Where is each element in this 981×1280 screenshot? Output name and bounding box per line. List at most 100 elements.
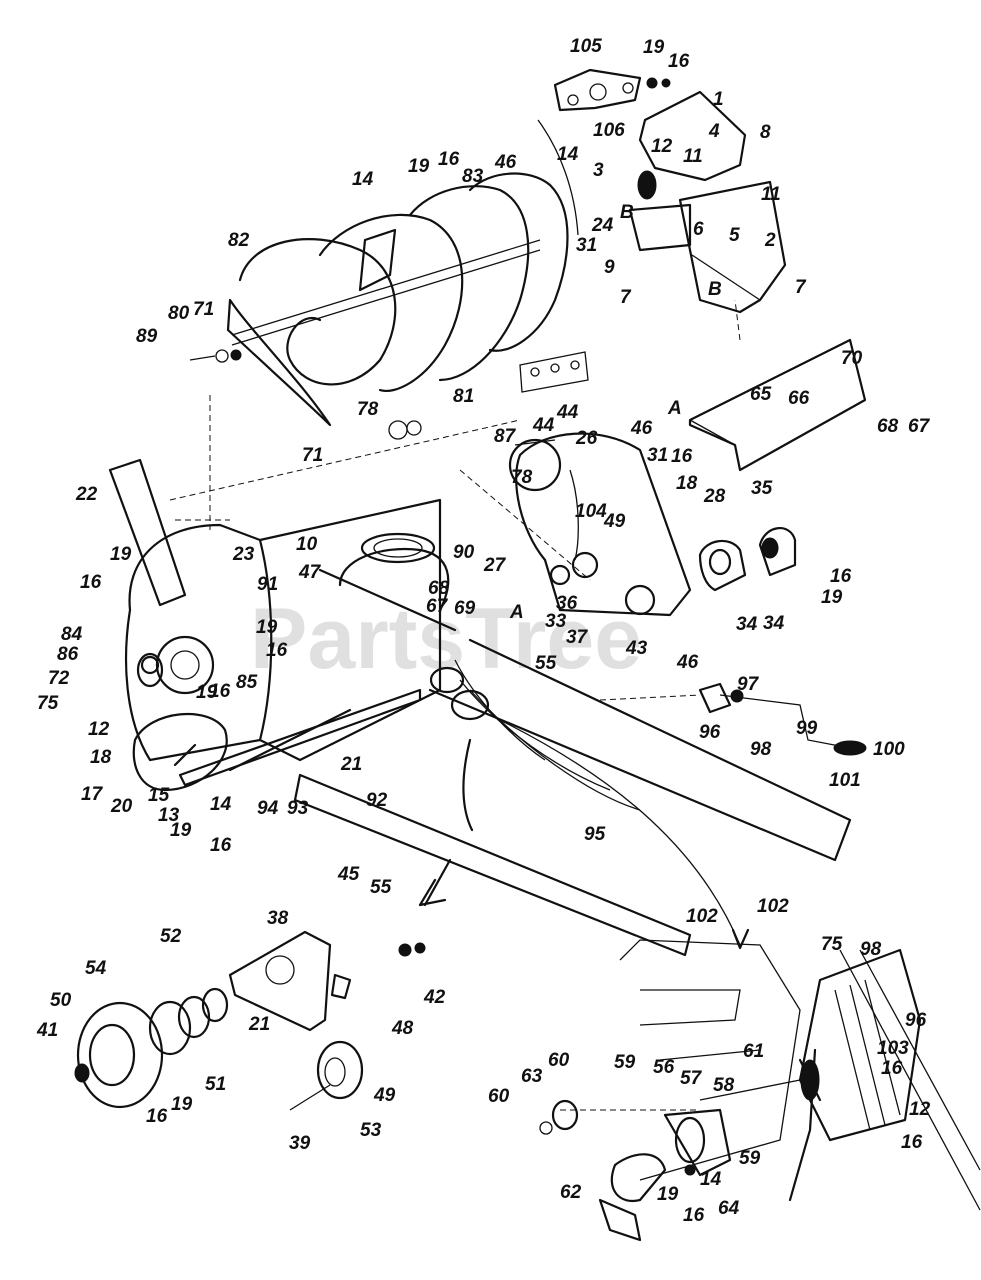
callout-label: 16 (881, 1058, 903, 1079)
callout-label: 16 (668, 51, 690, 72)
callout-label: 68 (428, 578, 450, 599)
callout-label: 80 (168, 303, 190, 324)
callout-label: 90 (453, 542, 475, 563)
callout-label: 19 (408, 156, 430, 177)
callout-label: 75 (37, 693, 59, 714)
assembly-leaders (169, 299, 741, 1111)
callout-label: 31 (647, 445, 668, 466)
callout-label: 46 (676, 652, 699, 673)
callout-label: 67 (908, 416, 931, 437)
callout-label: 94 (257, 798, 279, 819)
callout-label: 14 (210, 794, 232, 815)
callout-label: 70 (841, 348, 863, 369)
callout-label: 16 (683, 1205, 705, 1226)
callout-label: 7 (620, 287, 632, 308)
impeller-housing (318, 532, 457, 632)
callout-label: 44 (556, 402, 579, 423)
callout-label: 78 (357, 399, 379, 420)
callout-label: 49 (373, 1085, 396, 1106)
callout-label: 11 (683, 146, 703, 167)
callout-label: 12 (909, 1099, 931, 1120)
callout-label: 51 (205, 1074, 226, 1095)
callout-label: 46 (494, 152, 517, 173)
callout-label: 67 (426, 596, 449, 617)
callout-label: 24 (591, 215, 614, 236)
frame-rails (228, 638, 852, 957)
callout-label: 98 (860, 939, 882, 960)
callout-label: 18 (676, 473, 698, 494)
callout-label: 2 (764, 230, 776, 251)
callout-label: 19 (171, 1094, 193, 1115)
callout-label: 54 (85, 958, 107, 979)
callout-label: 22 (75, 484, 98, 505)
callout-label: 81 (453, 386, 474, 407)
gear-case (508, 432, 692, 617)
callout-label: 97 (737, 674, 760, 695)
callout-label: 8 (760, 122, 771, 143)
callout-label: 16 (80, 572, 102, 593)
callout-label: 71 (193, 299, 214, 320)
callout-label: 1 (713, 89, 724, 110)
callout-label: 31 (576, 235, 597, 256)
callout-label: 102 (686, 906, 718, 927)
callout-label: 16 (266, 640, 288, 661)
callout-label: 85 (236, 672, 258, 693)
callout-label: 6 (693, 219, 704, 240)
callout-label: 96 (699, 722, 721, 743)
clutch-detail (539, 939, 981, 1242)
watermark-text: PartsTree (250, 591, 642, 687)
callout-label: 92 (366, 790, 388, 811)
callout-label: 55 (370, 877, 392, 898)
callout-label: 61 (743, 1041, 764, 1062)
chute-assembly (537, 68, 787, 314)
callout-label: 106 (593, 120, 625, 141)
callout-label: 75 (821, 934, 843, 955)
callout-label: 19 (657, 1184, 679, 1205)
callout-label: 19 (256, 617, 278, 638)
callout-label: 34 (763, 613, 785, 634)
callout-label: 12 (88, 719, 110, 740)
callout-label: 59 (614, 1052, 636, 1073)
callout-label: 49 (603, 511, 626, 532)
callout-label: 17 (81, 784, 104, 805)
callout-label: 19 (170, 820, 192, 841)
callout-label: 12 (651, 136, 673, 157)
callout-label: 19 (196, 682, 218, 703)
callout-label: 105 (570, 36, 602, 57)
callout-label: 68 (877, 416, 899, 437)
callout-label: 16 (146, 1106, 168, 1127)
callout-label: A (509, 602, 524, 623)
callout-label: 5 (729, 225, 740, 246)
callout-label: 98 (750, 739, 772, 760)
callout-label: 35 (751, 478, 773, 499)
callout-label: 69 (454, 598, 476, 619)
shear-pin-pack (519, 351, 589, 393)
callout-label: 16 (438, 149, 460, 170)
callout-label: 64 (718, 1198, 740, 1219)
pulley-group (74, 930, 426, 1111)
callout-label: 37 (566, 627, 589, 648)
callout-label: 58 (713, 1075, 735, 1096)
callout-label: 34 (736, 614, 758, 635)
callout-label: 9 (604, 257, 615, 278)
callout-label: 43 (625, 638, 648, 659)
callout-label: 60 (548, 1050, 570, 1071)
auger-assembly (189, 172, 569, 440)
callout-label: 19 (643, 37, 665, 58)
callout-label: 14 (700, 1169, 722, 1190)
callout-label: 96 (905, 1010, 927, 1031)
callout-label: 100 (873, 739, 905, 760)
callout-label: 7 (795, 277, 807, 298)
callout-label: 59 (739, 1148, 761, 1169)
callout-label: 13 (158, 805, 180, 826)
callout-label: 91 (257, 574, 278, 595)
callout-label: 16 (209, 681, 231, 702)
callout-label: 33 (545, 611, 567, 632)
callout-label: B (708, 279, 722, 300)
callout-label: 60 (488, 1086, 510, 1107)
callout-label: 82 (228, 230, 250, 251)
callout-label: 48 (391, 1018, 414, 1039)
callout-label: 19 (110, 544, 132, 565)
